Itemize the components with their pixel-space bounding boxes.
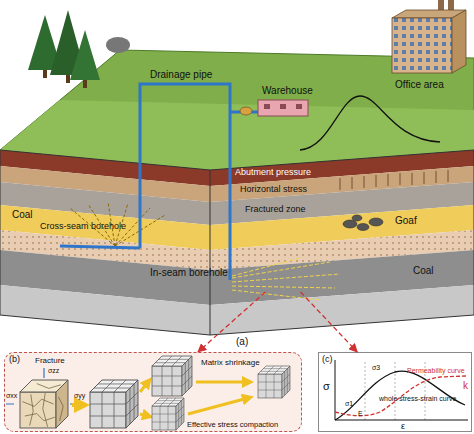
leader-arrow xyxy=(198,292,265,352)
seam-label: Coal xyxy=(12,210,33,220)
zone-label: Fractured zone xyxy=(245,205,306,214)
curve-label: whole stress-strain curve xyxy=(379,395,456,402)
axis-label: k xyxy=(463,381,468,391)
panel-tag: (b) xyxy=(9,355,20,364)
panel-tag: (c) xyxy=(322,355,333,364)
stress-symbol: σyy xyxy=(74,392,85,399)
process-arrow xyxy=(188,398,248,414)
chart-axes xyxy=(335,360,468,420)
goaf-label: Goaf xyxy=(395,216,417,226)
stress-arrows xyxy=(6,368,78,404)
borehole-label: Cross-seam borehole xyxy=(40,222,126,231)
panel-tag: (a) xyxy=(236,337,248,347)
process-arrow xyxy=(140,414,148,416)
stress-symbol: σzz xyxy=(48,367,59,374)
leader-arrow xyxy=(301,292,358,352)
in-seam-boreholes xyxy=(232,258,340,300)
building-label: Office area xyxy=(395,80,444,90)
panel-fill xyxy=(4,352,302,432)
stress-label: Abutment pressure xyxy=(235,168,311,177)
result-cube xyxy=(258,366,290,398)
rock xyxy=(106,37,130,53)
process-label: Fracture xyxy=(35,357,65,365)
seam-label: Coal xyxy=(413,266,434,276)
coal-seam-band: In-seam borehole Coal xyxy=(95,258,474,292)
goaf-rubble xyxy=(343,215,383,231)
trees xyxy=(28,10,100,88)
stress-ticks xyxy=(340,170,448,190)
permeability-curve xyxy=(335,376,466,416)
process-arrow xyxy=(196,381,248,384)
building-label: Warehouse xyxy=(262,86,313,96)
shrinkage-cube xyxy=(152,356,192,396)
matrix-cube xyxy=(90,380,138,428)
axis-label: ε xyxy=(401,422,405,431)
drainage-pipe xyxy=(60,84,262,280)
warehouse-building xyxy=(240,100,308,116)
modulus-symbol: E xyxy=(358,410,363,417)
compaction-cube xyxy=(152,398,184,430)
stress-label: Horizontal stress xyxy=(240,185,307,194)
office-building xyxy=(392,0,466,73)
chart-fill xyxy=(318,352,472,432)
pipe-label: Drainage pipe xyxy=(150,70,212,80)
block-outline xyxy=(0,150,474,335)
stress-strain-curve xyxy=(335,371,465,420)
stress-symbol: σ1 xyxy=(345,400,353,407)
rock-band xyxy=(0,285,474,335)
process-arrow xyxy=(72,403,82,407)
inset-panel: (b) Fracture Matrix shrinkageEffective str… xyxy=(4,352,302,432)
process-label: Matrix shrinkage xyxy=(201,359,260,367)
abutment-curve xyxy=(300,96,440,150)
fractured-cube xyxy=(20,380,68,428)
borehole-label: In-seam borehole xyxy=(150,268,228,278)
process-label: Effective stress compaction xyxy=(187,421,278,429)
curve-label: Permeability curve xyxy=(407,367,465,374)
stress-symbol: σ3 xyxy=(372,364,380,371)
process-arrow xyxy=(140,382,148,392)
chart-panel: (c) σ ε k Permeability curve whole stress-str… xyxy=(318,352,472,432)
axis-label: σ xyxy=(323,381,330,392)
stress-symbol: σxx xyxy=(6,392,17,399)
